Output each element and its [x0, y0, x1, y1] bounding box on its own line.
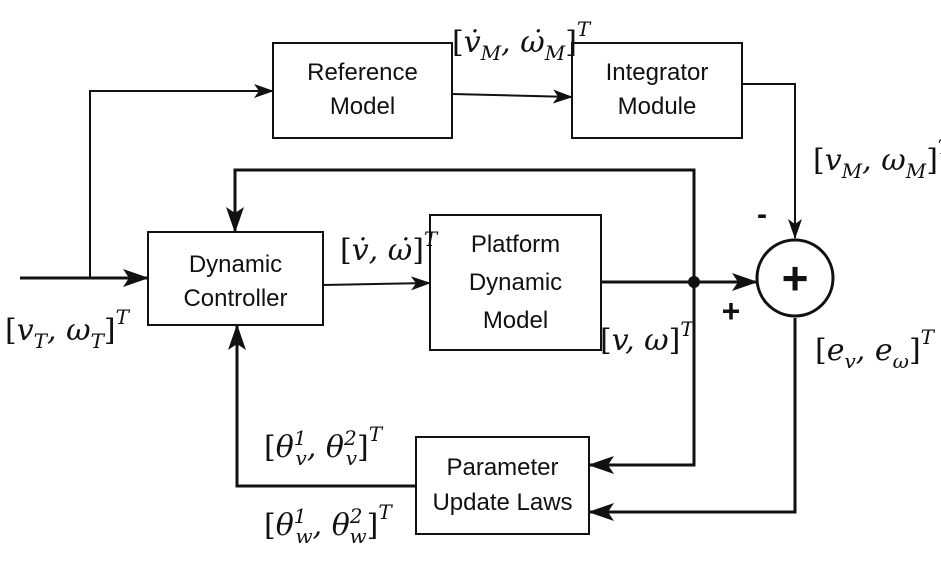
platform-dynamic-model-block: Platform Dynamic Model — [429, 214, 602, 351]
reference-branch-line — [89, 84, 274, 278]
parameter-feedback-line — [228, 324, 416, 488]
connections — [20, 83, 802, 521]
integrator-module-block: Integrator Module — [571, 42, 743, 139]
platform-label-line1: Platform — [471, 231, 560, 258]
summing-junction: + - + — [722, 198, 835, 329]
target-input-label: [vT, ωT]T — [5, 305, 131, 353]
reference-model-label-line2: Model — [330, 93, 395, 120]
controller-to-platform-line — [322, 276, 431, 291]
parameter-update-laws-block: Parameter Update Laws — [415, 436, 590, 535]
reference-to-integrator-line — [451, 89, 573, 104]
velocity-to-update-line — [588, 282, 696, 474]
integrator-module-label-line1: Integrator — [606, 59, 709, 86]
summing-junction-symbol: + — [782, 252, 809, 304]
command-rate-label: [v̇, ω̇]T — [340, 227, 439, 268]
minus-sign: - — [757, 198, 767, 231]
platform-label-line2: Dynamic — [469, 269, 562, 296]
platform-label-line3: Model — [483, 307, 548, 334]
reference-model-block: Reference Model — [272, 42, 453, 139]
reference-model-label-line1: Reference — [307, 59, 418, 86]
update-laws-label-line1: Parameter — [446, 454, 558, 481]
update-laws-label-line2: Update Laws — [432, 489, 572, 516]
error-to-update-line — [588, 318, 797, 521]
dynamic-controller-label-line1: Dynamic — [189, 251, 282, 278]
branch-node — [688, 276, 700, 288]
platform-output-label: [v, ω]T — [600, 317, 695, 358]
integrator-to-sum-line — [742, 83, 802, 239]
velocity-feedback-line — [226, 168, 696, 282]
dynamic-controller-label-line2: Controller — [183, 285, 287, 312]
error-label: [ev, eω]T — [815, 325, 936, 373]
dynamic-controller-block: Dynamic Controller — [147, 231, 324, 326]
plus-sign: + — [722, 293, 741, 329]
integrator-module-label-line2: Module — [618, 93, 697, 120]
model-output-label: [vM, ωM]T — [813, 135, 941, 183]
model-rate-label: [v̇M, ω̇M]T — [452, 17, 592, 65]
